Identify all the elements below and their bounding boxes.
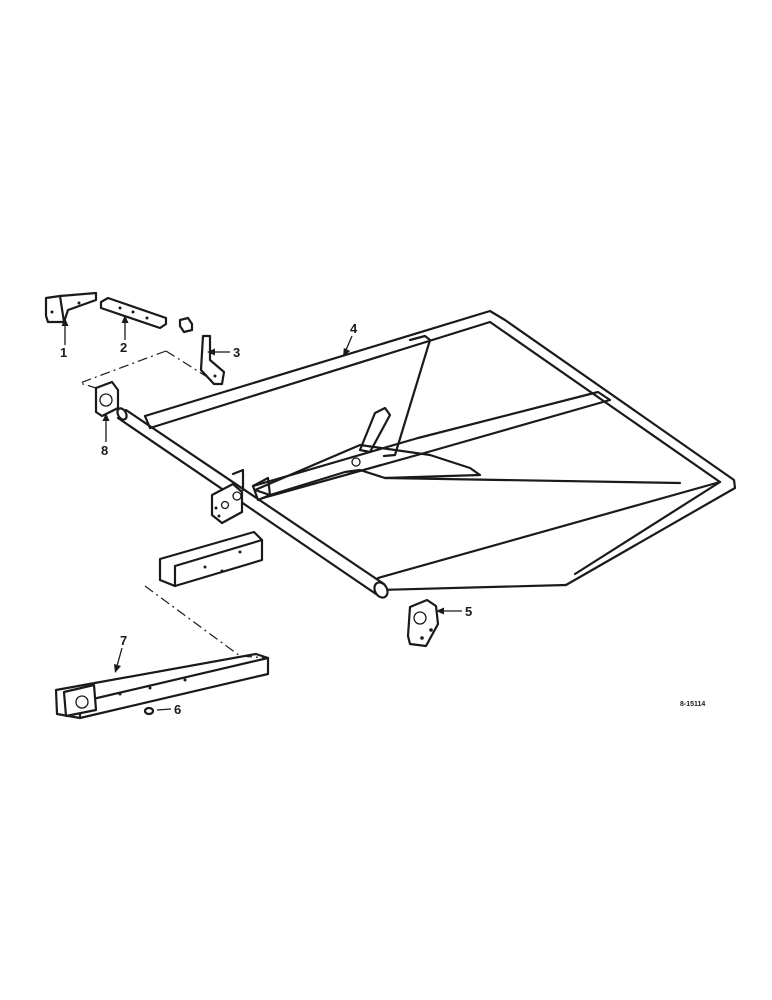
part-5-bracket	[406, 598, 440, 648]
part-8-bracket	[94, 380, 120, 418]
callout-6: 6	[174, 702, 181, 717]
part-6-washer	[143, 706, 155, 716]
cross-tube	[116, 407, 389, 599]
leaders	[61, 315, 462, 711]
callout-7: 7	[120, 633, 127, 648]
callout-3: 3	[233, 345, 240, 360]
callout-4: 4	[350, 321, 358, 336]
part-7-angle	[54, 652, 270, 720]
callout-5: 5	[465, 604, 472, 619]
part-1-angle	[44, 291, 98, 324]
part-3-strap	[199, 334, 226, 386]
angle-bracket-upper	[158, 530, 264, 588]
callout-labels: 1 2 3 4 5 6 7 8	[60, 321, 472, 717]
callout-1: 1	[60, 345, 67, 360]
frame-assembly	[143, 309, 737, 592]
phantom-lines	[78, 350, 269, 659]
spacer-block	[178, 316, 194, 334]
callout-8: 8	[101, 443, 108, 458]
part-2-strap	[99, 296, 168, 330]
tube-mount-plate	[210, 468, 245, 525]
drawing-reference-code: 8-15114	[680, 701, 705, 708]
callout-2: 2	[120, 340, 127, 355]
